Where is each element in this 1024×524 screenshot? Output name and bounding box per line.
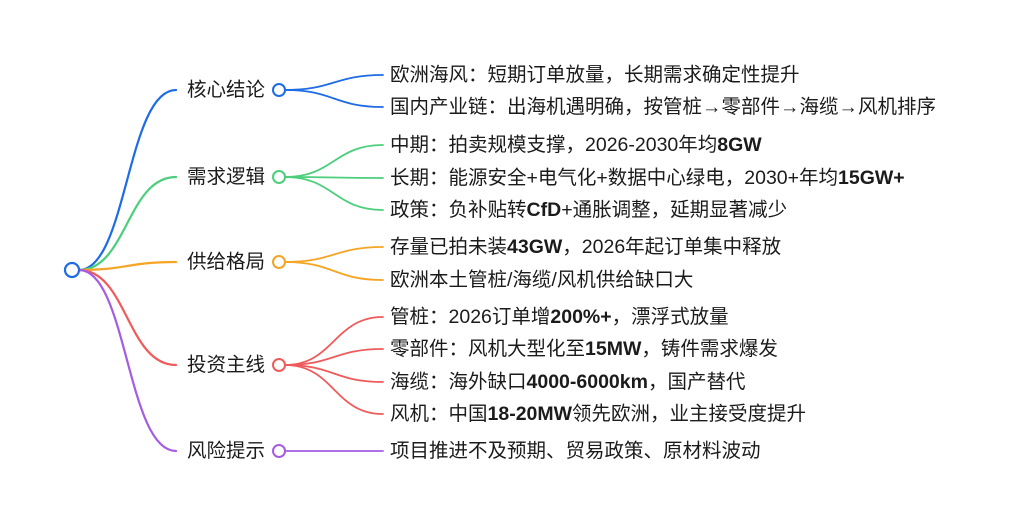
link-core-conclusion-leaf-2: [284, 89, 384, 108]
leaf-highlight: CfD: [526, 199, 562, 221]
branch-label-risk-warning: 风险提示: [187, 440, 266, 462]
leaf-text: 政策：负补贴转: [390, 199, 527, 221]
branch-label-core-conclusion: 核心结论: [187, 79, 266, 101]
link-investment-themes-leaf-1: [284, 316, 384, 366]
leaf-highlight: 4000-6000km: [526, 371, 648, 393]
node-circle-investment-themes: [272, 358, 286, 372]
node-circle-demand-logic: [272, 170, 286, 184]
leaf-europe-offshore-wind: 欧洲海风：短期订单放量，长期需求确定性提升: [390, 63, 800, 87]
leaf-highlight: 15GW+: [838, 167, 905, 189]
leaf-text: 零部件：风机大型化至: [390, 338, 586, 360]
leaf-text: 中期：拍卖规模支撑，2026-2030年均: [390, 134, 718, 156]
leaf-text: 欧洲本土管桩/海缆/风机供给缺口大: [390, 269, 694, 291]
leaf-text: 海缆：海外缺口: [390, 371, 527, 393]
link-demand-logic-leaf-2: [284, 176, 384, 179]
leaf-highlight: 200%+: [550, 306, 612, 328]
leaf-highlight: 8GW: [717, 134, 762, 156]
node-circle-core-conclusion: [272, 83, 286, 97]
link-root-supply-landscape: [77, 260, 178, 272]
leaf-text: ，铸件需求爆发: [641, 338, 778, 360]
leaf-text: 长期：能源安全+电气化+数据中心绿电，2030+年均: [390, 167, 839, 189]
leaf-risks: 项目推进不及预期、贸易政策、原材料波动: [390, 439, 761, 463]
leaf-text: ，漂浮式放量: [611, 306, 729, 328]
link-supply-landscape-leaf-1: [284, 246, 384, 263]
leaf-text: +通胀调整，延期显著减少: [561, 199, 788, 221]
link-core-conclusion-leaf-1: [284, 74, 384, 91]
leaf-text: 欧洲海风：短期订单放量，长期需求确定性提升: [390, 64, 800, 86]
node-circle-risk-warning: [272, 444, 286, 458]
link-investment-themes-leaf-2: [284, 348, 384, 366]
leaf-highlight: 18-20MW: [487, 403, 573, 425]
leaf-highlight: 43GW: [507, 236, 563, 258]
link-supply-landscape-leaf-2: [284, 261, 384, 281]
leaf-text: ，国产替代: [647, 371, 746, 393]
leaf-europe-supply-gap: 欧洲本土管桩/海缆/风机供给缺口大: [390, 268, 693, 292]
leaf-text: 项目推进不及预期、贸易政策、原材料波动: [390, 440, 761, 462]
root-node-circle: [63, 261, 81, 279]
link-root-demand-logic: [77, 175, 178, 272]
link-investment-themes-leaf-4: [284, 364, 384, 415]
link-root-investment-themes: [77, 268, 178, 367]
branch-label-supply-landscape: 供给格局: [187, 251, 266, 273]
link-root-core-conclusion: [77, 88, 178, 272]
node-circle-supply-landscape: [272, 255, 286, 269]
leaf-domestic-supply-chain: 国内产业链：出海机遇明确，按管桩→零部件→海缆→风机排序: [390, 95, 936, 119]
link-investment-themes-leaf-3: [284, 364, 384, 383]
leaf-text: 国内产业链：出海机遇明确，按管桩→零部件→海缆→风机排序: [390, 96, 937, 118]
leaf-highlight: 15MW: [585, 338, 642, 360]
link-root-risk-warning: [77, 268, 178, 453]
leaf-text: 领先欧洲，业主接受度提升: [572, 403, 807, 425]
leaf-text: 风机：中国: [390, 403, 488, 425]
link-demand-logic-leaf-1: [284, 144, 384, 178]
leaf-text: ，2026年起订单集中释放: [562, 236, 782, 258]
branch-label-demand-logic: 需求逻辑: [187, 166, 266, 188]
leaf-text: 存量已拍未装: [390, 236, 508, 258]
link-demand-logic-leaf-3: [284, 176, 384, 211]
leaf-text: 管桩：2026订单增: [390, 306, 551, 328]
branch-label-investment-themes: 投资主线: [187, 354, 266, 376]
